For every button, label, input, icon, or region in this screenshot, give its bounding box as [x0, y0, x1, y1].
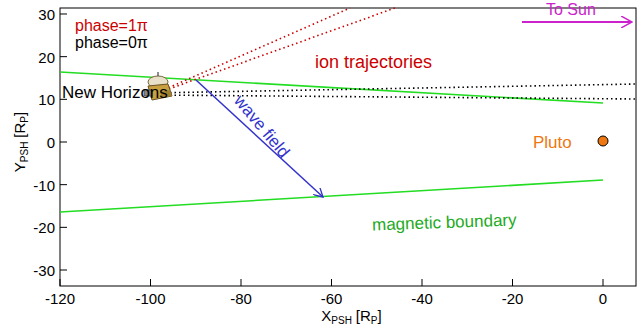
axis-ticks — [60, 14, 603, 286]
tick — [512, 279, 513, 286]
tick — [60, 227, 67, 228]
axis-title-part: P — [371, 315, 378, 326]
annotation: magnetic boundary — [372, 211, 517, 233]
tick-label: -20 — [502, 291, 524, 306]
annotation: To Sun — [546, 2, 596, 18]
axis-title-part: P — [19, 116, 30, 123]
tick-label: -10 — [33, 178, 55, 193]
tick-label: 0 — [47, 135, 55, 150]
annotation: Pluto — [533, 134, 572, 151]
tick — [60, 270, 67, 271]
ion-trajectory — [152, 95, 636, 99]
sun-arrow — [522, 21, 632, 23]
tick — [60, 279, 61, 286]
tick — [60, 142, 67, 143]
axis-title-part: [R — [356, 307, 371, 324]
annotation: ion trajectories — [315, 53, 432, 71]
tick — [60, 184, 67, 185]
tick — [150, 279, 151, 286]
legend-text: phase=0π — [75, 35, 148, 51]
tick — [241, 279, 242, 286]
axis-title-part: [R — [11, 123, 28, 138]
tick — [603, 279, 604, 286]
tick-label: 10 — [38, 92, 55, 107]
tick — [60, 13, 67, 14]
tick-label: -40 — [411, 291, 433, 306]
tick — [60, 56, 67, 57]
tick-label: 20 — [38, 50, 55, 65]
tick-label: -60 — [321, 291, 343, 306]
boundary-line — [60, 180, 603, 212]
tick-label: -80 — [230, 291, 252, 306]
axis-title-part: X — [321, 307, 331, 324]
axis-title-part: ] — [378, 307, 382, 324]
tick-label: -120 — [45, 291, 75, 306]
x-axis-title: XPSH [RP] — [321, 308, 381, 326]
ion-trajectory — [152, 8, 395, 95]
tick-label: 30 — [38, 7, 55, 22]
tick-label: -20 — [33, 220, 55, 235]
axis-title-part: ] — [11, 112, 28, 116]
annotation: wave field — [231, 92, 293, 161]
axis-title-part: Y — [11, 162, 28, 172]
annotation: New Horizons — [62, 84, 168, 101]
pluto-dot — [598, 136, 608, 146]
y-axis-title: YPSH [RP] — [12, 112, 30, 172]
tick — [331, 279, 332, 286]
axis-title-part: PSH — [19, 142, 30, 163]
axis-title-part: PSH — [331, 315, 352, 326]
wave-field-arrow — [196, 80, 323, 197]
tick-label: -30 — [33, 263, 55, 278]
axes-frame — [60, 8, 636, 286]
ion-trajectory — [152, 84, 636, 93]
ion-trajectory — [152, 8, 350, 95]
tick-label: 0 — [599, 291, 607, 306]
tick-label: -100 — [135, 291, 165, 306]
legend-text: phase=1π — [75, 18, 148, 34]
tick — [422, 279, 423, 286]
